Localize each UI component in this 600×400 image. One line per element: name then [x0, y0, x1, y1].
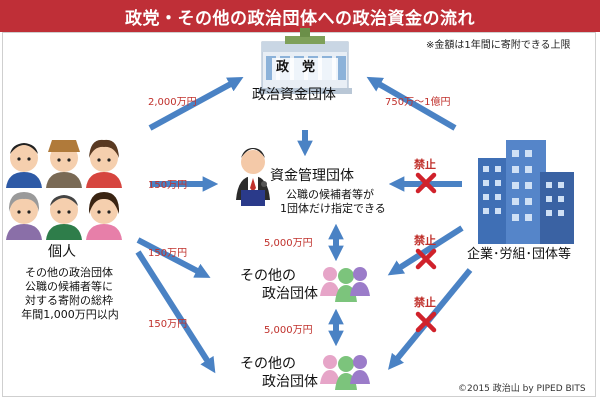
individual-desc-4: 年間1,000万円以内: [21, 308, 119, 321]
amount-individual-to-party: 2,000万円: [148, 97, 197, 108]
ban-label-1: 禁止: [414, 158, 436, 171]
individual-desc-1: その他の政治団体: [25, 266, 113, 279]
footnote: ※金額は1年間に寄附できる上限: [426, 40, 571, 51]
speaker-icon: [236, 148, 270, 206]
arrow-individual-to-other2: [135, 250, 216, 374]
amount-individual-to-fund: 150万円: [148, 180, 188, 191]
amount-individual-to-other1: 150万円: [148, 248, 188, 259]
page-title: 政党・その他の政治団体への政治資金の流れ: [0, 0, 600, 32]
fund-group-desc-line2: 1団体だけ指定できる: [280, 202, 386, 215]
corporate-name: 企業･労組･団体等: [467, 247, 572, 262]
individuals-icon: [6, 139, 122, 240]
arrow-corporate-to-other1: [387, 225, 464, 276]
arrow-individual-to-party: [148, 77, 244, 131]
ban-x-icon-2: [415, 248, 437, 270]
individual-desc-3: 対する寄附の総枠: [25, 294, 113, 307]
party-name-label: 政治資金団体: [252, 87, 336, 103]
other-group-2-line1: その他の: [240, 356, 296, 372]
fund-group-name: 資金管理団体: [270, 168, 354, 184]
other-group-2-line2: 政治団体: [262, 374, 318, 390]
ban-label-3: 禁止: [414, 296, 436, 309]
arrow-corporate-to-party: [366, 76, 457, 131]
corporate-buildings-icon: [478, 140, 574, 244]
ban-label-2: 禁止: [414, 234, 436, 247]
other-group-1-line1: その他の: [240, 268, 296, 284]
individual-desc-2: 公職の候補者等に: [25, 280, 113, 293]
party-sign-label: 政 党: [276, 60, 316, 75]
individual-name: 個人: [48, 244, 76, 260]
amount-fund-other1: 5,000万円: [264, 238, 313, 249]
other-group-1-line2: 政治団体: [262, 286, 318, 302]
arrow-individual-to-other1: [136, 237, 211, 278]
credit-text: ©2015 政治山 by PIPED BITS: [458, 384, 586, 394]
diagram-frame: [2, 32, 596, 397]
amount-other1-other2: 5,000万円: [264, 325, 313, 336]
party-sign-plate: [272, 58, 338, 80]
group-people-icon-2: [320, 355, 370, 390]
ban-x-icon-1: [415, 172, 437, 194]
amount-individual-to-other2: 150万円: [148, 319, 188, 330]
fund-group-desc-line1: 公職の候補者等が: [286, 188, 374, 201]
group-people-icon-1: [320, 267, 370, 302]
amount-corporate-to-party: 750万～1億円: [385, 97, 451, 108]
ban-x-icon-3: [415, 311, 437, 333]
